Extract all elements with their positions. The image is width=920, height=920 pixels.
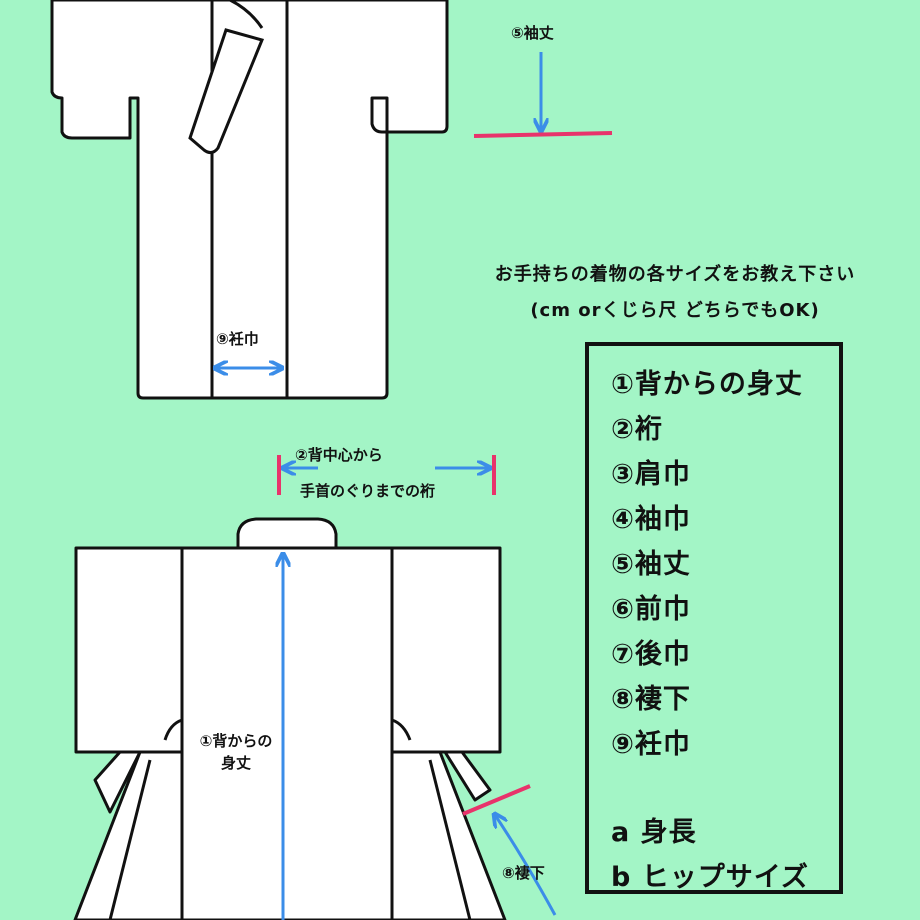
back-kimono-details: [108, 548, 472, 920]
front-kimono-details: [210, 0, 289, 398]
okumi-width-label: ⑨衽巾: [216, 330, 259, 348]
size-list: ①背からの身丈 ②裄 ③肩巾 ④袖巾 ⑤袖丈 ⑥前巾 ⑦後巾 ⑧褄下 ⑨衽巾: [589, 346, 839, 767]
front-kimono: [50, 0, 449, 400]
size-item-katahaba: ③肩巾: [611, 459, 691, 490]
yuki-label-line1: ②背中心から: [295, 446, 383, 464]
body-item-hip: b ヒップサイズ: [611, 862, 809, 893]
instruction-line1: お手持ちの着物の各サイズをお教え下さい: [494, 264, 856, 285]
tsumashita-marker: [462, 784, 531, 816]
yuki-label-line2: 手首のぐりまでの裄: [300, 482, 436, 500]
size-item-yuki: ②裄: [611, 414, 663, 445]
body-size-list: a 身長 b ヒップサイズ: [611, 810, 809, 900]
body-item-height: a 身長: [611, 817, 697, 848]
front-kimono-collar: [188, 28, 265, 155]
size-item-tsumashita: ⑧褄下: [611, 684, 691, 715]
size-item-ushirohaba: ⑦後巾: [611, 639, 691, 670]
instruction-line2: (cm orくじら尺 どちらでもOK): [530, 300, 820, 321]
sleeve-length-marker: [473, 131, 613, 138]
size-list-box: ①背からの身丈 ②裄 ③肩巾 ④袖巾 ⑤袖丈 ⑥前巾 ⑦後巾 ⑧褄下 ⑨衽巾 a…: [585, 342, 843, 894]
size-item-mitake: ①背からの身丈: [611, 369, 803, 400]
back-kimono: [73, 517, 507, 920]
size-item-sodehaba: ④袖巾: [611, 504, 691, 535]
size-item-okumihaba: ⑨衽巾: [611, 729, 691, 760]
sleeve-length-label: ⑤袖丈: [511, 24, 554, 42]
mitake-label-line1: ①背からの: [199, 732, 273, 750]
size-item-maehaba: ⑥前巾: [611, 594, 691, 625]
mitake-label-line2: 身丈: [220, 754, 251, 772]
size-item-sodetake: ⑤袖丈: [611, 549, 691, 580]
tsumashita-label: ⑧褄下: [502, 864, 545, 882]
tsumashita-arrow: [495, 815, 557, 916]
